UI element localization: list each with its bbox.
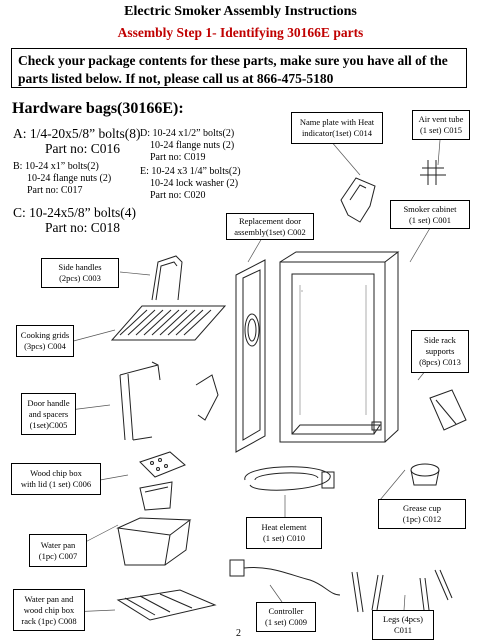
legs-label: Legs (4pcs)C011 (372, 610, 434, 640)
door-drawing (235, 259, 266, 453)
page-number: 2 (236, 628, 241, 639)
side-handles-label: Side handles(2pcs) C003 (41, 258, 119, 288)
step-subtitle: Assembly Step 1- Identifying 30166E part… (117, 25, 364, 40)
grease-cup-line2: (1pc) C012 (402, 514, 442, 524)
air-vent-drawing (420, 160, 446, 185)
cooking-grids-label: Cooking grids(3pcs) C004 (16, 325, 74, 357)
heat-element-drawing (244, 466, 335, 491)
controller-line2: (1 set) C009 (264, 617, 308, 627)
heat-element-label: Heat element(1 set) C010 (246, 517, 322, 549)
water-pan-label: Water pan(1pc) C007 (29, 534, 87, 567)
legs-drawing (351, 569, 453, 613)
hardware-e-line1: E: 10-24 x3 1/4” bolts(2) (140, 166, 241, 177)
side-rack-line2: supports (425, 346, 455, 356)
water-pan-drawing (116, 517, 192, 566)
package-notice: Check your package contents for these pa… (11, 48, 467, 88)
chip-box-line1: Wood chip box (30, 468, 82, 478)
hardware-c-line2: Part no: C018 (45, 220, 121, 235)
heat-element-line1: Heat element (261, 522, 307, 532)
side-rack-line3: (8pcs) C013 (419, 357, 461, 367)
controller-label: Controller(1 set) C009 (256, 602, 316, 632)
air-vent-label: Air vent tube(1 set) C015 (412, 110, 470, 140)
legs-line1: Legs (4pcs) (383, 614, 423, 624)
side-handles-line1: Side handles (58, 262, 102, 272)
cooking-grid-drawing (110, 305, 227, 341)
door-line1: Replacement door (238, 215, 302, 226)
door-handle-drawing (119, 361, 219, 441)
name-plate-line2: indicator(1set) C014 (301, 128, 373, 138)
cabinet-line1: Smoker cabinet (403, 203, 457, 214)
hardware-e-line3: Part no: C020 (150, 190, 206, 201)
water-pan-rack-line2: wood chip box (23, 604, 75, 615)
hardware-a-line2: Part no: C016 (45, 141, 121, 156)
side-handles-drawing (151, 255, 183, 301)
hardware-d-line1: D: 10-24 x1/2” bolts(2) (140, 128, 235, 139)
legs-line2: C011 (393, 625, 413, 635)
door-handle-line2: and spacers (28, 408, 69, 419)
water-pan-line1: Water pan (40, 539, 76, 550)
hardware-e-line2: 10-24 lock washer (2) (150, 178, 239, 189)
chip-box-drawing (139, 451, 186, 511)
controller-line1: Controller (268, 606, 304, 616)
hardware-a-line1: A: 1/4-20x5/8” bolts(8) (13, 126, 141, 141)
hardware-d-line3: Part no: C019 (150, 152, 206, 163)
cabinet-drawing (279, 251, 400, 443)
hardware-b-line1: B: 10-24 x1” bolts(2) (13, 161, 99, 172)
air-vent-line2: (1 set) C015 (419, 125, 462, 135)
water-pan-rack-drawing (116, 589, 217, 621)
cooking-grids-line1: Cooking grids (20, 330, 70, 340)
cabinet-line2: (1 set) C001 (408, 214, 451, 225)
grease-cup-label: Grease cup(1pc) C012 (378, 499, 466, 529)
hardware-title: Hardware bags(30166E): (12, 100, 184, 117)
chip-box-line2: with lid (1 set) C006 (20, 479, 92, 489)
hardware-c-line1: C: 10-24x5/8” bolts(4) (13, 205, 136, 220)
water-pan-rack-line3: rack (1pc) C008 (21, 615, 77, 626)
water-pan-line2: (1pc) C007 (38, 550, 78, 561)
document-title: Electric Smoker Assembly Instructions (124, 4, 357, 19)
air-vent-line1: Air vent tube (418, 114, 464, 124)
water-pan-rack-line1: Water pan and (24, 593, 74, 604)
door-line2: assembly(1set) C002 (234, 226, 306, 237)
door-handle-line1: Door handle (27, 397, 70, 408)
hardware-b-line2: 10-24 flange nuts (2) (27, 173, 112, 184)
cabinet-label: Smoker cabinet(1 set) C001 (390, 200, 470, 229)
grease-cup-drawing (410, 463, 440, 486)
grease-cup-line1: Grease cup (402, 503, 441, 513)
door-handle-line3: (1set)C005 (29, 419, 68, 430)
name-plate-line1: Name plate with Heat (299, 117, 375, 127)
name-plate-drawing (340, 177, 376, 223)
side-handles-line2: (2pcs) C003 (59, 273, 101, 283)
side-rack-line1: Side rack (424, 335, 456, 345)
controller-drawing (229, 559, 341, 596)
hardware-d-line2: 10-24 flange nuts (2) (150, 140, 235, 151)
hardware-b-line3: Part no: C017 (27, 185, 83, 196)
heat-element-line2: (1 set) C010 (262, 533, 305, 543)
side-rack-drawing (429, 389, 467, 431)
cooking-grids-line2: (3pcs) C004 (24, 341, 66, 351)
